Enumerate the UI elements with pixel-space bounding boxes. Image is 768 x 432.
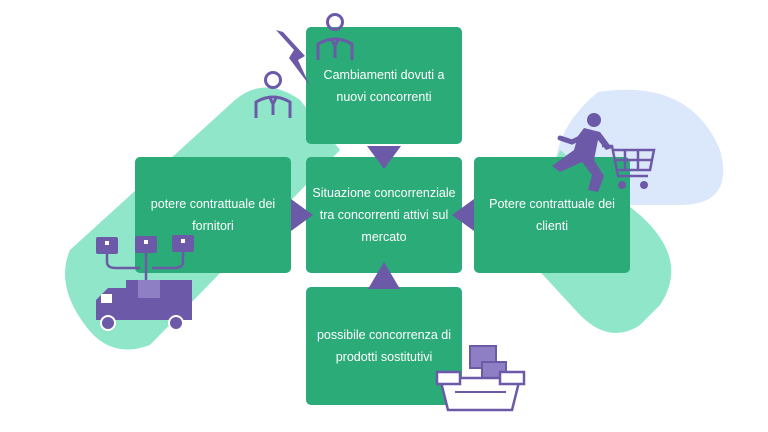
center-box: Situazione concorrenziale tra concorrent… bbox=[306, 157, 462, 273]
bottom-force-box: possibile concorrenza di prodotti sostit… bbox=[306, 287, 462, 405]
top-force-label: Cambiamenti dovuti a nuovi concorrenti bbox=[323, 67, 445, 104]
bottom-force-label: possibile concorrenza di prodotti sostit… bbox=[316, 328, 452, 364]
left-force-label: potere contrattuale dei fornitori bbox=[150, 197, 276, 233]
top-force-box: Cambiamenti dovuti a nuovi concorrenti bbox=[306, 27, 462, 144]
right-force-label: Potere contrattuale dei clienti bbox=[489, 197, 615, 233]
right-force-box: Potere contrattuale dei clienti bbox=[474, 157, 630, 273]
left-force-box: potere contrattuale dei fornitori bbox=[135, 157, 291, 273]
center-label: Situazione concorrenziale tra concorrent… bbox=[312, 186, 456, 244]
